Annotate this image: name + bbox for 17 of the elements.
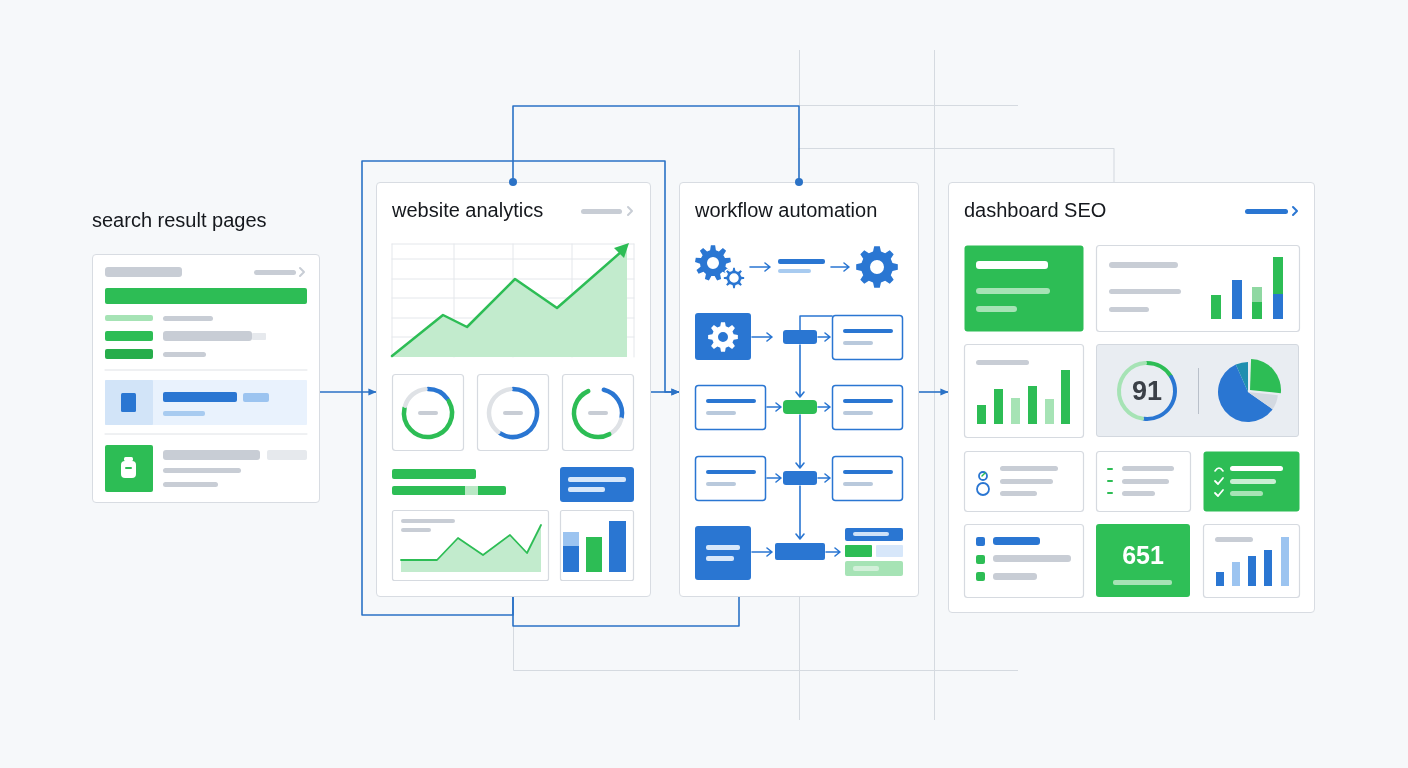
connector-line [798, 147, 1115, 183]
arrow [918, 388, 949, 396]
score-card [1096, 344, 1299, 437]
panel-title: dashboard SEO [964, 199, 1107, 222]
panel-title: workflow automation [695, 199, 878, 222]
score-value: 91 [1132, 377, 1162, 405]
workflow-panel [679, 182, 919, 597]
panel-heading: search result pages [92, 209, 267, 232]
metric-card [1096, 524, 1190, 597]
arrow [319, 388, 377, 396]
dashboard-panel [948, 182, 1315, 613]
arrow [361, 160, 680, 616]
metric-value: 651 [1122, 541, 1164, 569]
analytics-panel [376, 182, 651, 597]
dot-connector [509, 105, 803, 186]
panel-title: website analytics [392, 199, 544, 222]
connector-line [512, 596, 740, 627]
